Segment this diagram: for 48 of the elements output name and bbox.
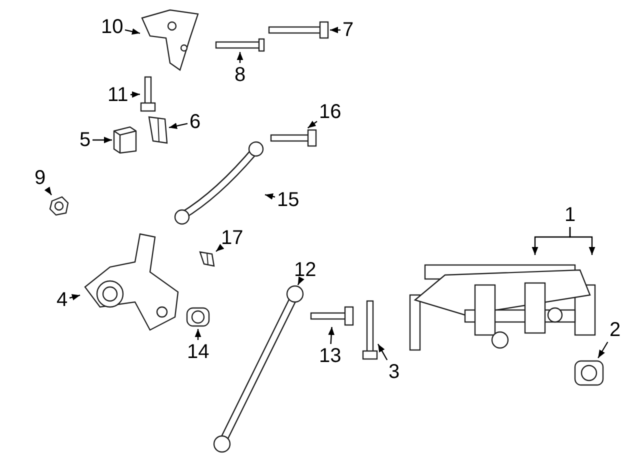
bolt-drawing — [310, 305, 355, 327]
leader-line — [124, 28, 140, 35]
leader-line — [44, 186, 52, 196]
leader-line — [236, 52, 244, 63]
leader-line — [330, 26, 340, 34]
leader-line — [194, 329, 202, 340]
leader-line — [307, 120, 318, 128]
callout-number: 15 — [277, 190, 300, 210]
callout-number: 12 — [294, 260, 316, 280]
callout-number: 5 — [80, 130, 91, 150]
callout-number: 14 — [187, 342, 210, 362]
clip-drawing — [198, 250, 216, 268]
nut-drawing — [48, 195, 70, 217]
leader-line — [598, 342, 608, 358]
bushing-drawing — [574, 358, 604, 388]
bolt-drawing — [140, 76, 156, 112]
bolt-drawing — [270, 128, 318, 148]
pin-drawing — [215, 38, 265, 52]
leader-line — [264, 193, 276, 200]
bolt-drawing — [268, 20, 330, 40]
callout-number: 2 — [610, 320, 621, 340]
callout-number: 9 — [34, 168, 46, 188]
leader-line — [297, 276, 304, 286]
callout-number: 4 — [56, 290, 68, 310]
leader-line — [168, 122, 188, 130]
leader-line — [216, 244, 224, 252]
callout-number: 1 — [564, 205, 576, 225]
leader-line — [328, 326, 335, 344]
control-arm-drawing — [212, 285, 304, 455]
callout-number: 6 — [190, 112, 201, 132]
leader-line — [569, 227, 596, 255]
callout-number: 11 — [108, 85, 128, 105]
leader-line — [377, 344, 388, 360]
bushing-drawing — [186, 305, 210, 329]
bolt-drawing — [362, 300, 378, 360]
bushing-drawing — [112, 125, 138, 155]
callout-number: 10 — [101, 17, 124, 37]
bracket-drawing — [140, 8, 200, 72]
callout-number: 17 — [221, 228, 244, 248]
leader-line — [92, 136, 112, 144]
callout-number: 7 — [342, 20, 354, 40]
callout-number: 13 — [319, 346, 342, 366]
callout-number: 3 — [388, 362, 400, 382]
callout-number: 16 — [319, 102, 342, 122]
leader-line — [130, 91, 140, 98]
callout-number: 8 — [234, 65, 246, 85]
leader-line — [69, 294, 80, 300]
clip-drawing — [147, 115, 169, 145]
